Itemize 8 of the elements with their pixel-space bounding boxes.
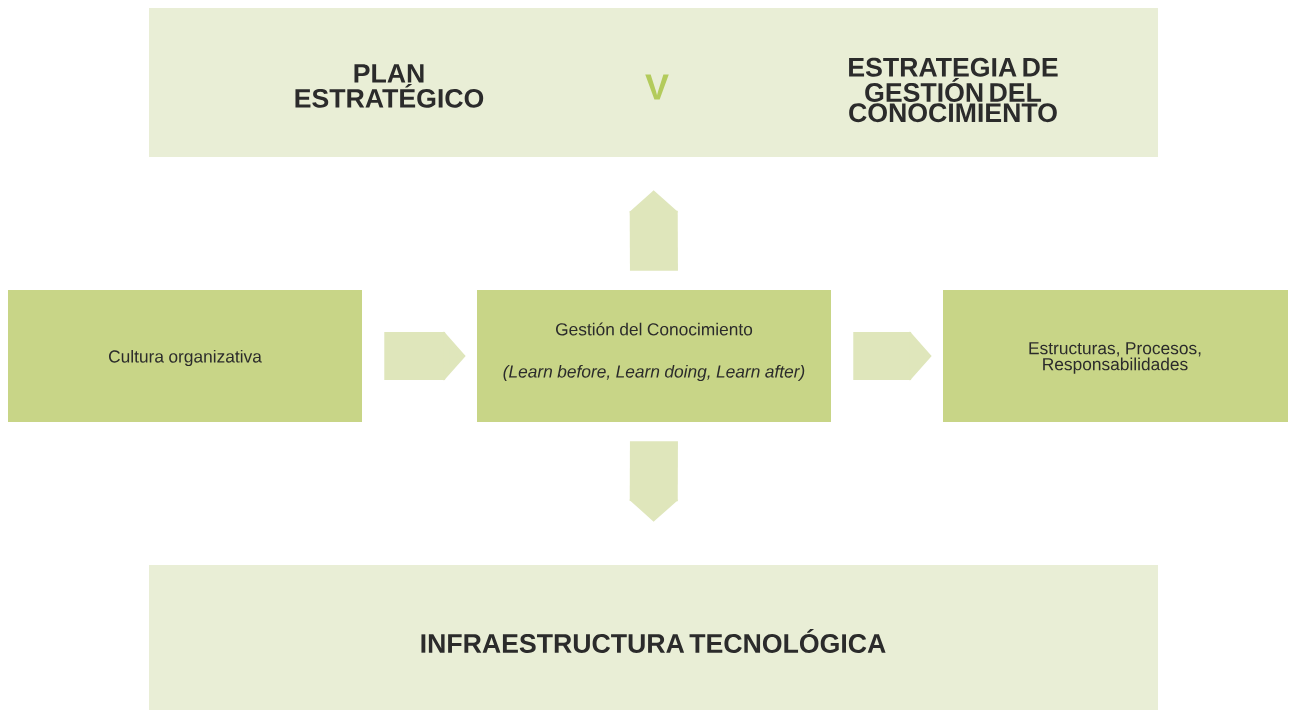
box-label: (Learn before, Learn doing, Learn after) [503, 364, 805, 382]
heading-text: INFRAESTRUCTURA TECNOLÓGICA [421, 629, 886, 653]
box-label: Cultura organizativa [109, 349, 262, 367]
box-label: Estructuras, Procesos, Responsabilidades [1029, 342, 1201, 374]
heading-text: ESTRATEGIA DE GESTIÓN DEL CONOCIMIENTO [849, 57, 1058, 123]
box-label: Gestión del Conocimiento [556, 322, 753, 336]
heading-text: PLAN ESTRATÉGICO [295, 64, 484, 108]
letter-text: V [645, 74, 669, 100]
